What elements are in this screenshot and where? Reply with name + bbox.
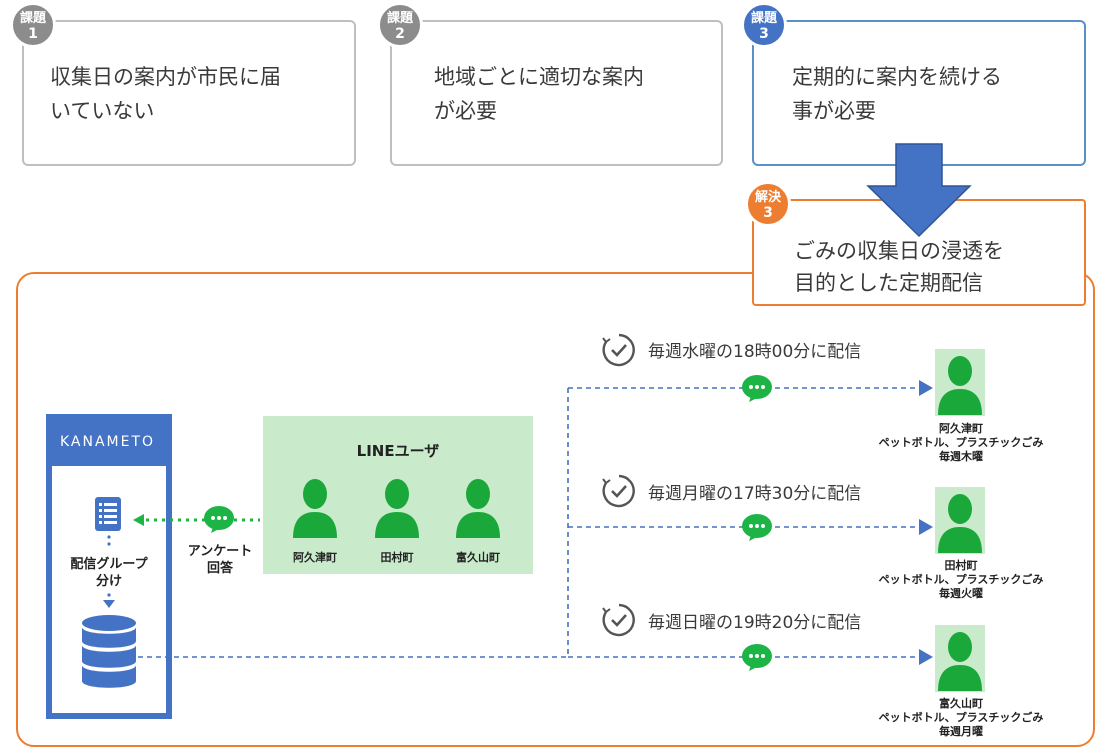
schedule-3-text: 毎週日曜の19時20分に配信 <box>648 613 862 633</box>
destination-1-day: 毎週木曜 <box>939 450 983 463</box>
clock-check-icon <box>602 474 635 508</box>
solution-badge: 解決 3 <box>745 181 791 227</box>
issue-card-2: 地域ごとに適切な案内 が必要 <box>390 20 723 166</box>
survey-label-line-1: アンケート <box>187 544 253 559</box>
person-icon <box>456 479 500 538</box>
down-arrow-small-icon <box>103 593 115 608</box>
chat-bubble-icon <box>742 514 772 541</box>
solution-line-1: ごみの収集日の浸透を <box>794 239 1004 263</box>
survey-label-line-2: 回答 <box>206 561 233 576</box>
list-document-icon <box>95 497 121 531</box>
clock-check-icon <box>602 603 635 637</box>
chat-bubble-icon <box>204 506 234 533</box>
group-label-line-1: 配信グループ <box>70 557 148 572</box>
issue-1-badge: 課題 1 <box>10 2 56 48</box>
person-icon <box>938 494 982 553</box>
issue-3-badge-label: 課題 <box>750 11 777 26</box>
solution-badge-number: 3 <box>763 205 773 221</box>
schedule-2-text: 毎週月曜の17時30分に配信 <box>648 484 862 504</box>
solution-line-2: 目的とした定期配信 <box>794 271 983 295</box>
destination-3-item: ペットボトル、プラスチックごみ <box>878 711 1044 724</box>
line-users-title: LINEユーザ <box>356 442 440 460</box>
issue-2-line-2: が必要 <box>434 99 497 123</box>
chat-bubble-icon <box>742 644 772 671</box>
dotted-connector <box>107 535 111 546</box>
issue-3-line-1: 定期的に案内を続ける <box>792 65 1002 89</box>
destination-1-item: ペットボトル、プラスチックごみ <box>878 436 1044 449</box>
issue-1-badge-number: 1 <box>28 26 38 42</box>
solution-diagram-frame <box>16 272 1095 747</box>
solution-badge-label: 解決 <box>754 190 781 205</box>
issue-3-badge: 課題 3 <box>741 2 787 48</box>
issue-1-line-2: いていない <box>50 99 155 123</box>
issue-2-line-1: 地域ごとに適切な案内 <box>434 65 644 89</box>
clock-check-icon <box>602 333 635 367</box>
issue-2-badge: 課題 2 <box>377 2 423 48</box>
issue-3-line-2: 事が必要 <box>792 99 876 123</box>
issue-card-3: 定期的に案内を続ける 事が必要 <box>752 20 1086 166</box>
issue-card-1: 収集日の案内が市民に届 いていない <box>22 20 356 166</box>
person-icon <box>938 632 982 691</box>
line-user-town-1: 阿久津町 <box>293 551 337 564</box>
destination-3-town: 富久山町 <box>939 697 983 710</box>
issue-2-badge-label: 課題 <box>386 11 413 26</box>
issue-1-badge-label: 課題 <box>19 11 46 26</box>
person-icon <box>375 479 419 538</box>
issue-2-badge-number: 2 <box>395 26 405 42</box>
destination-1-town: 阿久津町 <box>939 422 983 435</box>
chat-bubble-icon <box>742 375 772 402</box>
survey-connector <box>133 514 260 526</box>
kanameto-logo-text: KANAMETO <box>60 434 156 450</box>
database-icon <box>82 615 136 688</box>
person-icon <box>938 356 982 415</box>
issue-1-line-1: 収集日の案内が市民に届 <box>50 65 281 89</box>
person-icon <box>293 479 337 538</box>
group-label-line-2: 分け <box>95 574 122 589</box>
line-user-town-2: 田村町 <box>380 551 414 564</box>
issue-3-badge-number: 3 <box>759 26 769 42</box>
destination-2-item: ペットボトル、プラスチックごみ <box>878 573 1044 586</box>
destination-2-day: 毎週火曜 <box>939 587 983 600</box>
destination-3-day: 毎週月曜 <box>939 725 983 738</box>
destination-2-town: 田村町 <box>944 559 978 572</box>
line-user-town-3: 富久山町 <box>456 551 500 564</box>
schedule-1-text: 毎週水曜の18時00分に配信 <box>648 342 862 362</box>
down-arrow-icon <box>866 143 972 238</box>
